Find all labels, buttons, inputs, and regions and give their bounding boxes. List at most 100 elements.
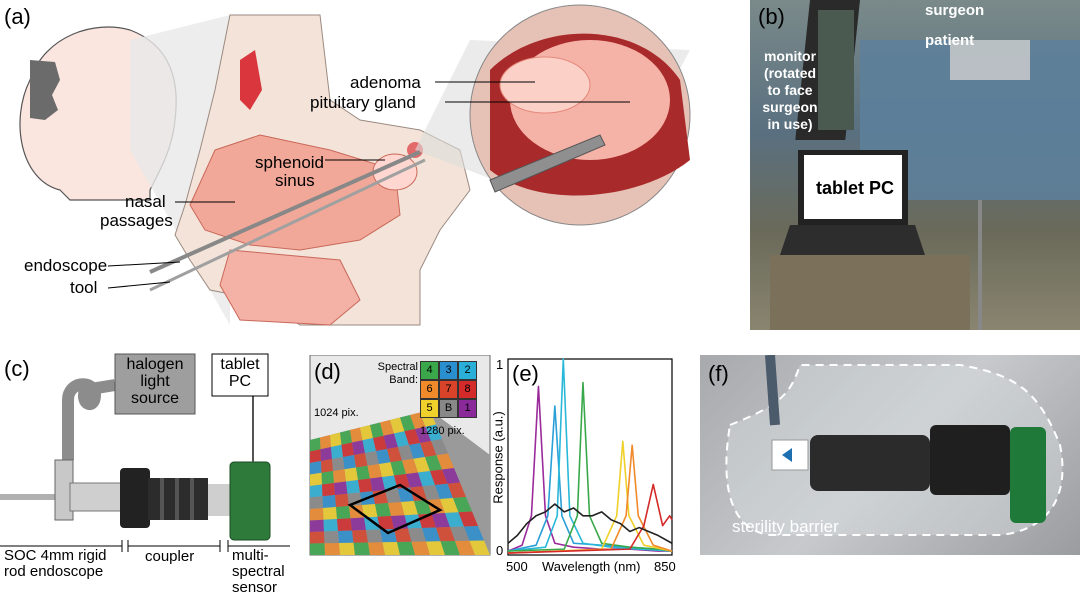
mosaic-tile [367,464,382,479]
response-curve-8 [507,503,673,544]
mosaic-tile [335,493,349,507]
mosaic-tile [310,449,321,463]
label-nasal: nasal [125,192,166,211]
mosaic-tile [400,415,415,432]
mosaic-tile [379,462,394,477]
panel-d-label: (d) [314,359,341,384]
mosaic-tile [387,447,402,463]
label-patient: patient [925,32,975,49]
mosaic-highlight [347,483,443,535]
ytick-top: 1 [496,357,504,372]
mosaic-tile [344,467,358,482]
xtick-left: 500 [506,559,528,574]
mosaic-tile [436,527,455,542]
mosaic-tile [336,506,351,519]
mosaic-tile [390,460,406,476]
sterility-scene [725,355,1064,536]
mosaic-tile [436,453,454,470]
mosaic-tile [426,541,445,555]
mosaic-tile [352,440,365,455]
mosaic-tile [322,495,336,508]
response-chart [507,358,673,556]
mosaic-tile [458,511,478,527]
mosaic-tile [332,457,345,471]
mosaic-tile [310,437,321,452]
panel-b-photo: (b) surgeon patient monitor (rotated to … [750,0,1080,330]
band-cell: 4 [420,361,439,380]
mosaic-tile [341,442,354,457]
coupler-body [120,468,150,528]
halogen-box [114,353,196,415]
mosaic-tile [373,435,387,451]
mosaic-tile [333,469,346,483]
mosaic-tile [431,439,448,456]
height-pix-label: 1280 pix. [420,425,465,437]
mosaic-tile [362,438,376,453]
mosaic-tile [394,431,409,447]
mosaic-tile [453,497,472,513]
band-cell: 3 [439,361,458,380]
mosaic-tile [442,468,460,484]
mosaic-tile [310,543,325,555]
mosaic-tile [362,504,378,518]
sensor-photo [930,425,1010,495]
mosaic-tile [404,429,420,445]
mosaic-tile [370,422,384,438]
anatomy-illustration [19,4,691,326]
mosaic-tile [430,469,448,485]
mosaic-tile [350,427,363,443]
band-cell: 8 [458,380,477,399]
panel-c: (c) halogen light source tablet [0,350,300,596]
mosaic-tile [323,507,337,520]
adapter [208,484,233,516]
mosaic-tile [397,541,415,555]
mosaic-tile [398,445,414,461]
label-tablet-pc: tablet PC [816,178,895,198]
panel-b-label: (b) [758,4,785,29]
mosaic-tile [455,540,475,555]
sensor-green [1010,427,1046,523]
mosaic-tile [410,486,427,501]
nasal-cavity [189,134,401,251]
y-axis-label: Response (a.u.) [490,411,506,504]
mosaic-tile [354,453,368,468]
mosaic-tile [330,432,342,447]
band-cell: 1 [458,399,477,418]
panel-e: (e) 1 0 Response (a.u.) 500 Wavelength (… [490,355,690,585]
rod [0,494,62,500]
label-sinus: sinus [275,171,315,190]
mosaic-tile [450,526,470,541]
mosaic-tile [406,472,423,488]
mosaic-tile [422,485,440,500]
sensor-body [229,461,271,541]
ytick-bottom: 0 [496,543,504,558]
mosaic-tile [418,471,435,487]
mosaic-tile [375,503,391,517]
mosaic-tile [350,517,366,531]
mosaic-tile [390,417,405,434]
mosaic-tile [356,465,370,480]
light-cable [62,378,116,460]
coupler-photo [810,435,930,491]
mosaic-tile [320,447,332,461]
endoscope-shaft [149,150,421,274]
panel-a-label: (a) [4,4,31,29]
mosaic-tile [440,498,459,513]
mosaic-tile [380,420,394,436]
mosaic-tile [414,500,432,515]
mosaic-tile [310,472,322,486]
mosaic-tile [324,531,339,544]
mosaic-tile [425,455,442,471]
label-halogen: halogen light source [126,356,184,407]
label-tool: tool [70,278,98,297]
label-c-tablet: tablet PC [220,356,260,390]
xtick-right: 850 [654,559,676,574]
panel-c-label: (c) [4,356,30,381]
mosaic-tile [340,430,352,445]
mosaic-tiles [310,410,490,555]
tool-shaft [149,158,426,292]
mosaic-tile [388,502,405,516]
mosaic-tile [343,455,356,470]
mosaic-tile [353,542,370,555]
